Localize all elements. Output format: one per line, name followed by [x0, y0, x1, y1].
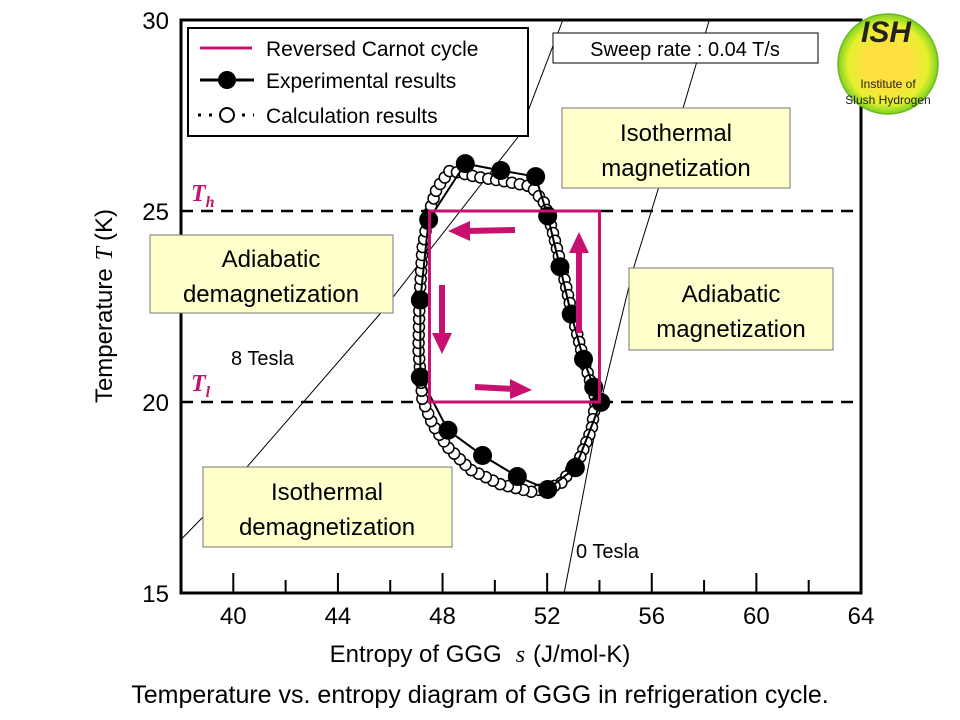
- arrow-right-icon: [474, 379, 532, 399]
- svg-text:Isothermal: Isothermal: [620, 120, 732, 147]
- svg-text:Adiabatic: Adiabatic: [222, 246, 321, 273]
- experimental-point: [565, 458, 585, 478]
- cycle-arrows: [432, 221, 589, 399]
- 8-tesla-line: [180, 19, 564, 540]
- experimental-point: [507, 466, 527, 486]
- isothermal-demagnetization-box: Isothermal demagnetization: [202, 466, 453, 548]
- experimental-point: [438, 420, 458, 440]
- x-tick-label: 60: [743, 603, 770, 630]
- tl-label: Tl: [191, 371, 211, 401]
- svg-text:Institute of: Institute of: [860, 77, 916, 91]
- legend-carnot-label: Reversed Carnot cycle: [266, 38, 478, 61]
- arrow-down-icon: [432, 285, 452, 354]
- adiabatic-demagnetization-box: Adiabatic demagnetization: [149, 234, 394, 314]
- experimental-point: [550, 257, 570, 277]
- svg-text:Sweep rate : 0.04 T/s: Sweep rate : 0.04 T/s: [590, 39, 780, 61]
- arrow-left-icon: [448, 221, 516, 241]
- experimental-point: [538, 206, 558, 226]
- legend-experimental-swatch: [200, 71, 254, 89]
- experimental-point: [561, 304, 581, 324]
- sweep-rate-box: Sweep rate : 0.04 T/s: [552, 32, 819, 64]
- experimental-series: [410, 154, 611, 499]
- label-0-tesla: 0 Tesla: [576, 541, 640, 563]
- y-tick-label: 25: [142, 199, 169, 226]
- figure-caption: Temperature vs. entropy diagram of GGG i…: [131, 681, 829, 709]
- legend-experimental-label: Experimental results: [266, 70, 456, 93]
- svg-text:ISH: ISH: [861, 16, 912, 49]
- legend-calculation-label: Calculation results: [266, 105, 438, 128]
- experimental-point: [455, 154, 475, 174]
- adiabatic-magnetization-box: Adiabatic magnetization: [628, 267, 834, 351]
- ish-logo: ISH Institute of Slush Hydrogen: [837, 13, 939, 115]
- isothermal-magnetization-box: Isothermal magnetization: [561, 107, 791, 189]
- experimental-point: [538, 479, 558, 499]
- x-tick-label: 48: [429, 603, 456, 630]
- carnot-cycle-rect: [427, 209, 601, 404]
- svg-text:magnetization: magnetization: [656, 316, 805, 343]
- y-tick-label: 20: [142, 390, 169, 417]
- arrow-up-icon: [569, 232, 589, 333]
- x-tick-label: 56: [638, 603, 665, 630]
- legend-calculation-swatch: [198, 107, 254, 123]
- y-tick-label: 30: [142, 8, 169, 35]
- svg-text:Isothermal: Isothermal: [271, 479, 383, 506]
- x-tick-label: 52: [534, 603, 561, 630]
- experimental-point: [574, 349, 594, 369]
- experimental-point: [526, 167, 546, 187]
- y-ticks: 15 20 25 30: [142, 8, 169, 608]
- x-tick-label: 40: [220, 603, 247, 630]
- legend: Reversed Carnot cycle Experimental resul…: [187, 27, 529, 137]
- th-label: Th: [191, 181, 215, 211]
- x-tick-label: 44: [325, 603, 352, 630]
- x-tick-label: 64: [848, 603, 875, 630]
- svg-text:magnetization: magnetization: [601, 155, 750, 182]
- experimental-point: [410, 367, 430, 387]
- y-tick-label: 15: [142, 581, 169, 608]
- experimental-point: [491, 161, 511, 181]
- svg-text:Adiabatic: Adiabatic: [682, 281, 781, 308]
- experimental-point: [473, 445, 493, 465]
- svg-text:demagnetization: demagnetization: [183, 281, 359, 308]
- x-ticks: 40 44 48 52 56 60 64: [220, 573, 874, 630]
- label-8-tesla: 8 Tesla: [231, 348, 295, 370]
- svg-text:Slush Hydrogen: Slush Hydrogen: [845, 93, 930, 107]
- svg-text:demagnetization: demagnetization: [239, 514, 415, 541]
- experimental-point: [410, 290, 430, 310]
- y-axis-label: TemperatureT(K): [91, 209, 118, 403]
- carnot-series: [427, 209, 601, 404]
